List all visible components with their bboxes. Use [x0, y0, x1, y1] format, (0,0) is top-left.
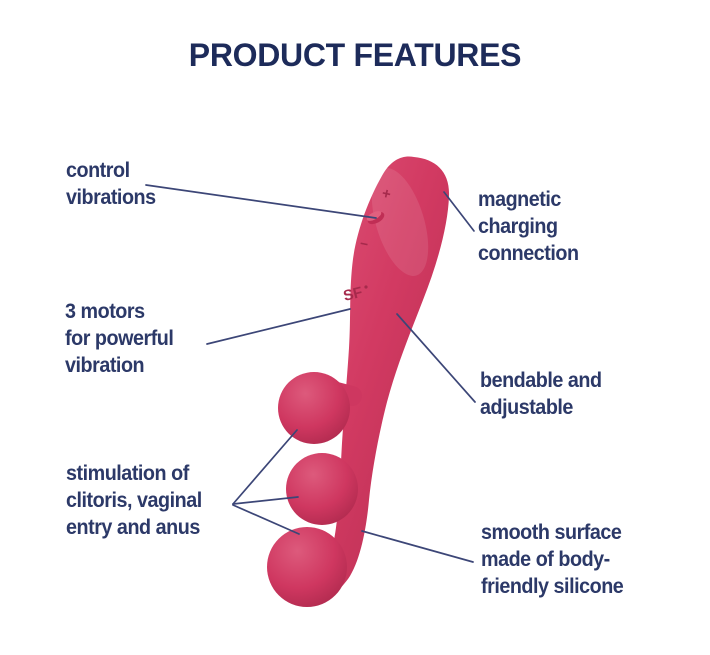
callout-label-smooth-surface: smooth surface made of body- friendly si… — [481, 521, 624, 598]
callout-line-control-vibrations — [145, 184, 377, 219]
callout-line-magnetic-charging — [443, 191, 475, 232]
callout-label-three-motors: 3 motors for powerful vibration — [65, 300, 174, 377]
product-body-group: + − SF — [267, 156, 450, 607]
stimulation-ball-bottom — [267, 527, 347, 607]
callout-line-stimulation-bottom — [232, 504, 300, 535]
callout-line-three-motors — [206, 308, 351, 345]
brand-logo-dot — [364, 285, 368, 289]
callout-label-control-vibrations: control vibrations — [66, 159, 156, 209]
body-highlight — [371, 167, 429, 277]
callout-line-smooth-surface — [361, 530, 474, 563]
callout-line-stimulation-middle — [232, 496, 299, 505]
minus-button-icon: − — [358, 235, 369, 252]
brand-logo-engraving: SF — [342, 284, 365, 305]
callout-label-bendable: bendable and adjustable — [480, 369, 602, 419]
stimulation-ball-top — [278, 372, 350, 444]
page-title: PRODUCT FEATURES — [188, 37, 522, 73]
callout-line-stimulation-top — [232, 429, 298, 505]
callout-line-bendable — [396, 313, 476, 403]
callout-lines — [145, 184, 476, 563]
plus-button-icon: + — [380, 185, 392, 203]
callout-label-magnetic-charging: magnetic charging connection — [478, 188, 579, 265]
stimulation-ball-middle — [286, 453, 358, 525]
callout-label-stimulation: stimulation of clitoris, vaginal entry a… — [66, 462, 202, 539]
wave-button-highlight — [366, 211, 382, 221]
